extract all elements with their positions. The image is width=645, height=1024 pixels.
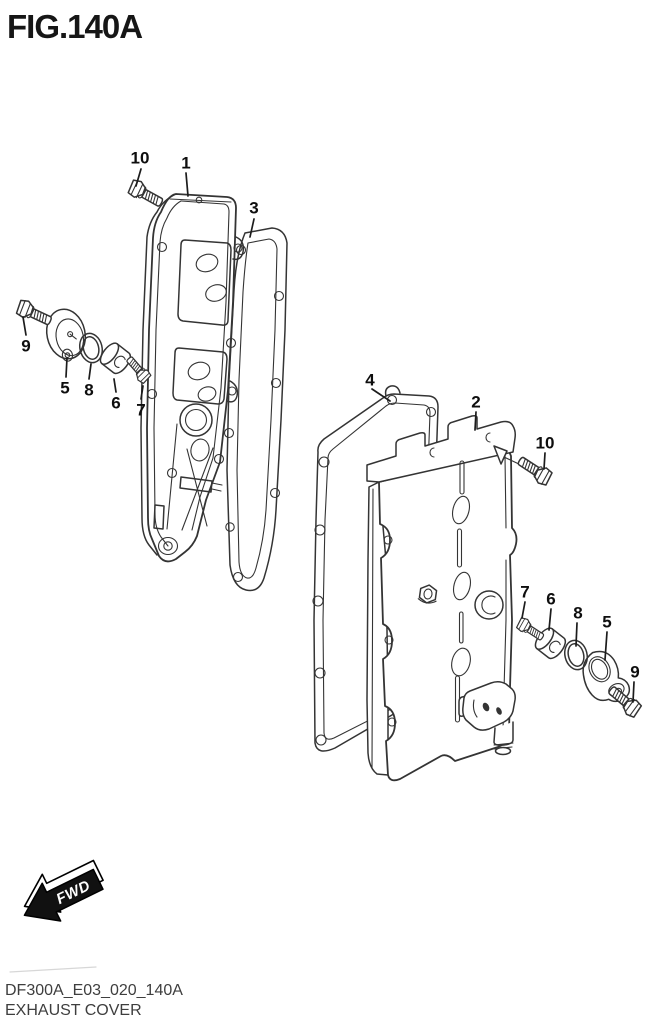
figure-title: FIG.140A (7, 8, 143, 45)
hex-nut-boss (417, 584, 438, 604)
part-2-exhaust-cover (366, 415, 522, 782)
callout-6-left: 6 (111, 393, 121, 413)
drawing-code: DF300A_E03_020_140A (5, 982, 183, 999)
callout-8-left: 8 (84, 380, 94, 400)
callout-9-left: 9 (21, 336, 31, 356)
callout-1: 1 (181, 153, 191, 173)
fwd-arrow: FWD (23, 859, 104, 922)
callout-5-left: 5 (60, 378, 70, 398)
callout-6-right: 6 (546, 589, 556, 609)
callout-4: 4 (365, 370, 375, 390)
callout-leader-lines (22, 168, 635, 703)
callout-5-right: 5 (602, 612, 612, 632)
part-10-bolt-right (514, 452, 555, 488)
part-7-bolt-right (514, 615, 547, 644)
part-9-bolt-left (13, 297, 55, 330)
scan-artifact-line (9, 966, 97, 973)
callout-10-right: 10 (535, 433, 555, 453)
callout-2: 2 (471, 392, 481, 412)
callout-8-right: 8 (573, 603, 583, 623)
part-10-bolt-left (125, 177, 167, 211)
callout-3: 3 (249, 198, 259, 218)
part-1-exhaust-cover (140, 193, 245, 563)
callout-7-left: 7 (136, 400, 146, 420)
callout-10-left: 10 (130, 148, 150, 168)
callout-7-right: 7 (520, 582, 530, 602)
figure-name: EXHAUST COVER (5, 1002, 142, 1019)
part-5-holder-left (45, 308, 87, 362)
outlet-elbow (458, 680, 516, 756)
callout-9-right: 9 (630, 662, 640, 682)
